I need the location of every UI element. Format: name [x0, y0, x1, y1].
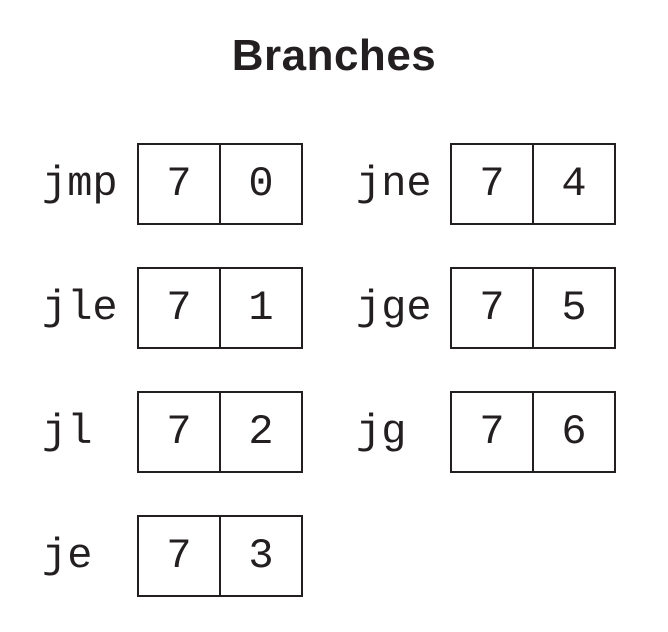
instruction-mnemonic: jl — [42, 408, 93, 456]
instruction-mnemonic: jge — [356, 284, 432, 332]
instruction-mnemonic: jle — [42, 284, 118, 332]
instruction-mnemonic: jg — [356, 408, 407, 456]
encoding-low-nibble: 2 — [219, 393, 301, 471]
encoding-low-nibble: 3 — [219, 517, 301, 595]
encoding-high-nibble: 7 — [166, 408, 192, 456]
encoding-high-nibble: 7 — [166, 532, 192, 580]
instruction-encoding: 7 2 — [137, 391, 303, 473]
encoding-high-nibble: 7 — [479, 408, 505, 456]
diagram-title: Branches — [231, 31, 437, 80]
instruction-encoding: 7 4 — [450, 143, 616, 225]
instruction-mnemonic: jmp — [42, 160, 118, 208]
instruction-mnemonic: je — [42, 532, 93, 580]
instruction-encoding: 7 1 — [137, 267, 303, 349]
encoding-low-nibble: 5 — [532, 269, 614, 347]
encoding-low-nibble: 4 — [532, 145, 614, 223]
encoding-low-nibble: 1 — [219, 269, 301, 347]
instruction-encoding: 7 6 — [450, 391, 616, 473]
encoding-low-nibble: 6 — [532, 393, 614, 471]
encoding-high-nibble: 7 — [479, 284, 505, 332]
encoding-high-nibble: 7 — [166, 284, 192, 332]
instruction-mnemonic: jne — [356, 160, 432, 208]
encoding-low-nibble: 0 — [219, 145, 301, 223]
instruction-encoding: 7 3 — [137, 515, 303, 597]
instruction-encoding: 7 0 — [137, 143, 303, 225]
encoding-high-nibble: 7 — [479, 160, 505, 208]
instruction-encoding: 7 5 — [450, 267, 616, 349]
encoding-high-nibble: 7 — [166, 160, 192, 208]
